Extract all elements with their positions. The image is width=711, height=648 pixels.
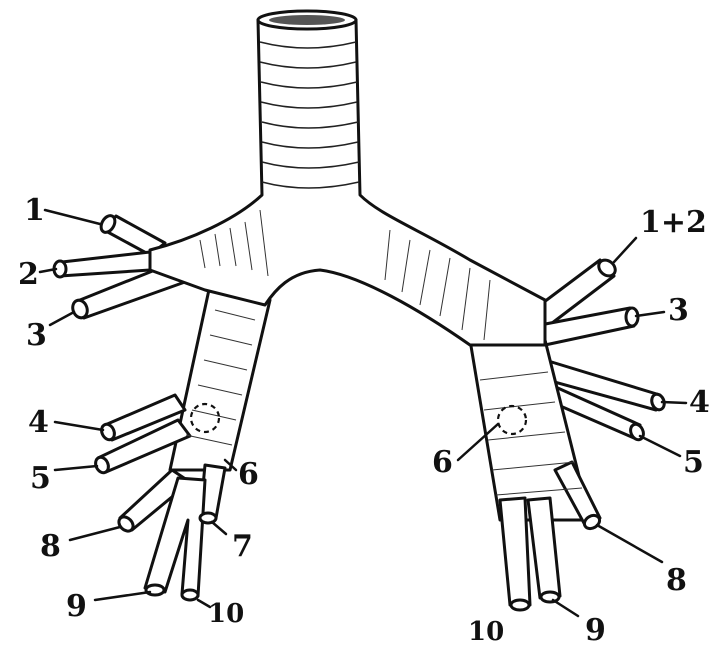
label-right-seg4: 4	[28, 405, 49, 440]
label-right-seg1: 1	[24, 193, 45, 228]
label-left-seg8: 8	[666, 563, 687, 598]
label-left-seg9: 9	[585, 613, 606, 648]
label-left-seg10: 10	[468, 617, 504, 647]
label-left-seg3: 3	[668, 293, 689, 328]
label-right-seg7: 7	[232, 529, 253, 564]
label-right-seg3: 3	[26, 318, 47, 353]
label-right-seg8: 8	[40, 529, 61, 564]
label-left-seg5: 5	[683, 445, 704, 480]
label-left-seg1-2: 1+2	[640, 205, 707, 240]
label-left-seg4: 4	[689, 385, 710, 420]
label-right-seg10: 10	[208, 599, 244, 629]
label-right-seg9: 9	[66, 589, 87, 624]
label-right-seg2: 2	[18, 257, 39, 292]
bronchial-tree	[54, 11, 666, 610]
label-right-seg6: 6	[238, 457, 259, 492]
label-left-seg6: 6	[432, 445, 453, 480]
label-right-seg5: 5	[30, 461, 51, 496]
